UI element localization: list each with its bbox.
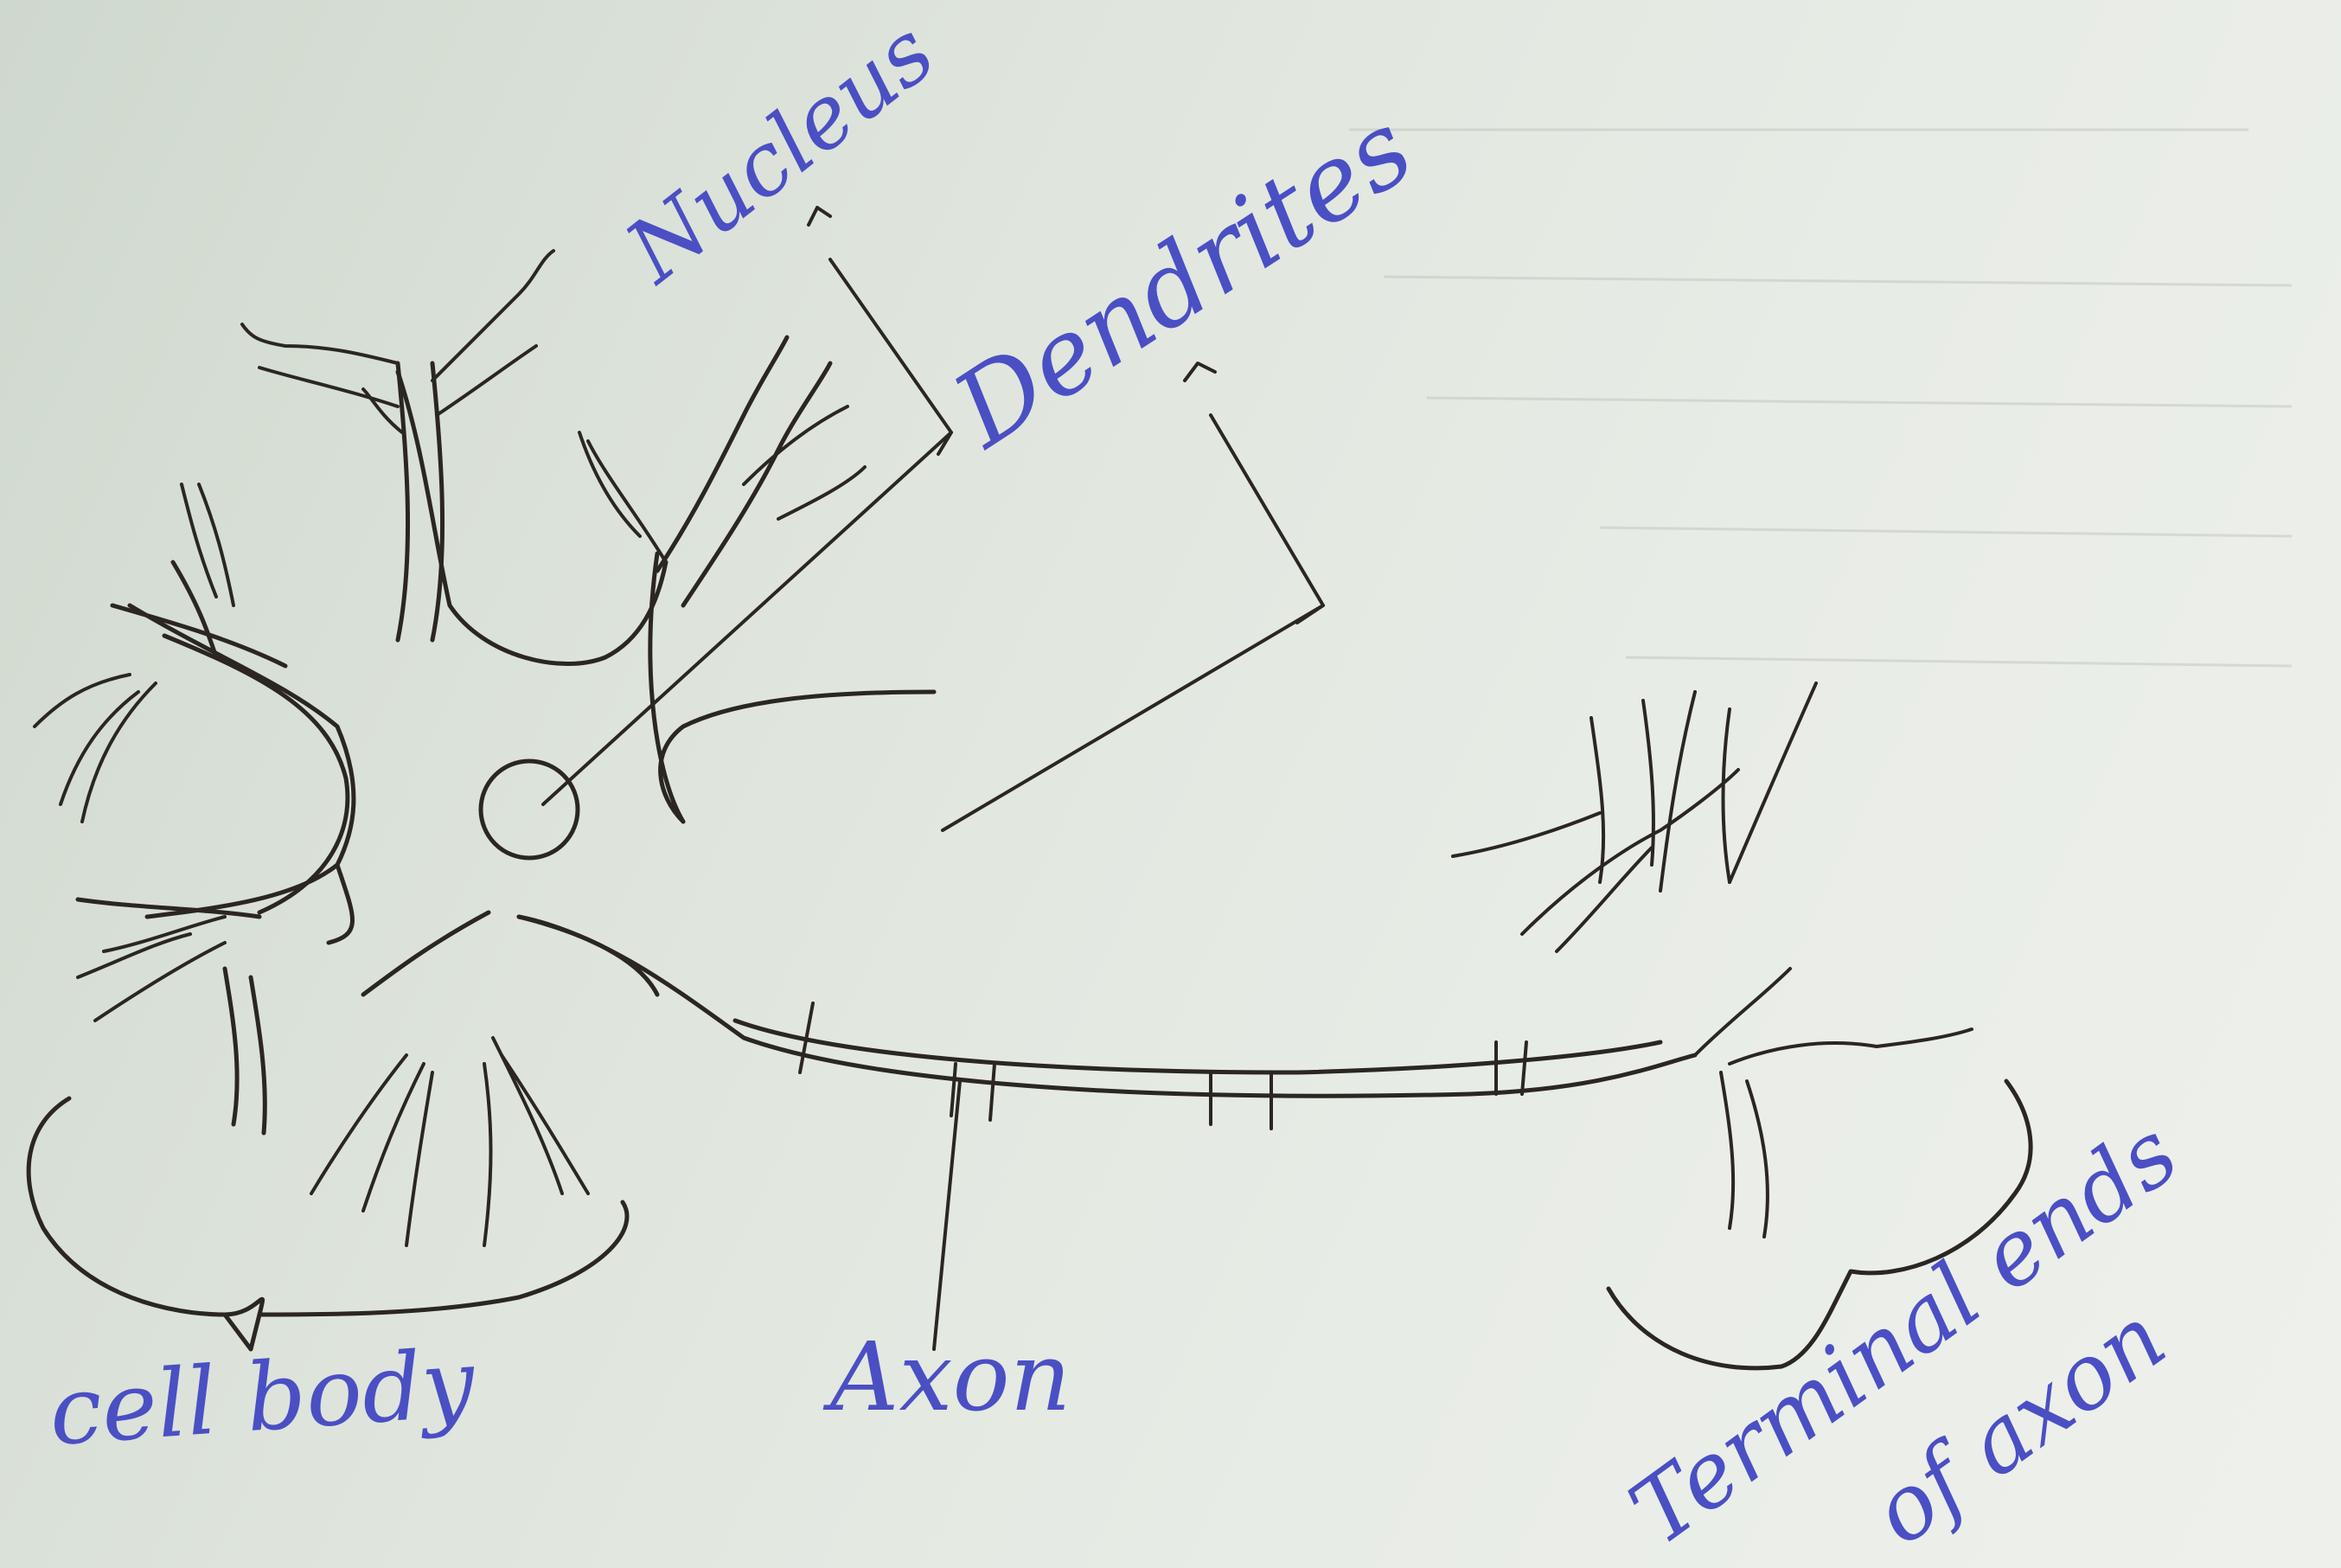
cell-body-outline [130, 605, 354, 943]
labels: Nucleus Dendrites cell body Axon Termina… [46, 1, 2197, 1565]
dendrites [35, 251, 865, 1245]
label-axon: Axon [822, 1322, 1071, 1432]
paper-bleed-through [1349, 130, 2292, 666]
axon-terminals [1453, 683, 1972, 1237]
nucleus-circle [481, 761, 578, 858]
label-dendrites: Dendrites [932, 88, 1433, 471]
label-cell-body: cell body [46, 1329, 480, 1467]
axon [519, 692, 1695, 1129]
label-nucleus: Nucleus [606, 1, 952, 303]
